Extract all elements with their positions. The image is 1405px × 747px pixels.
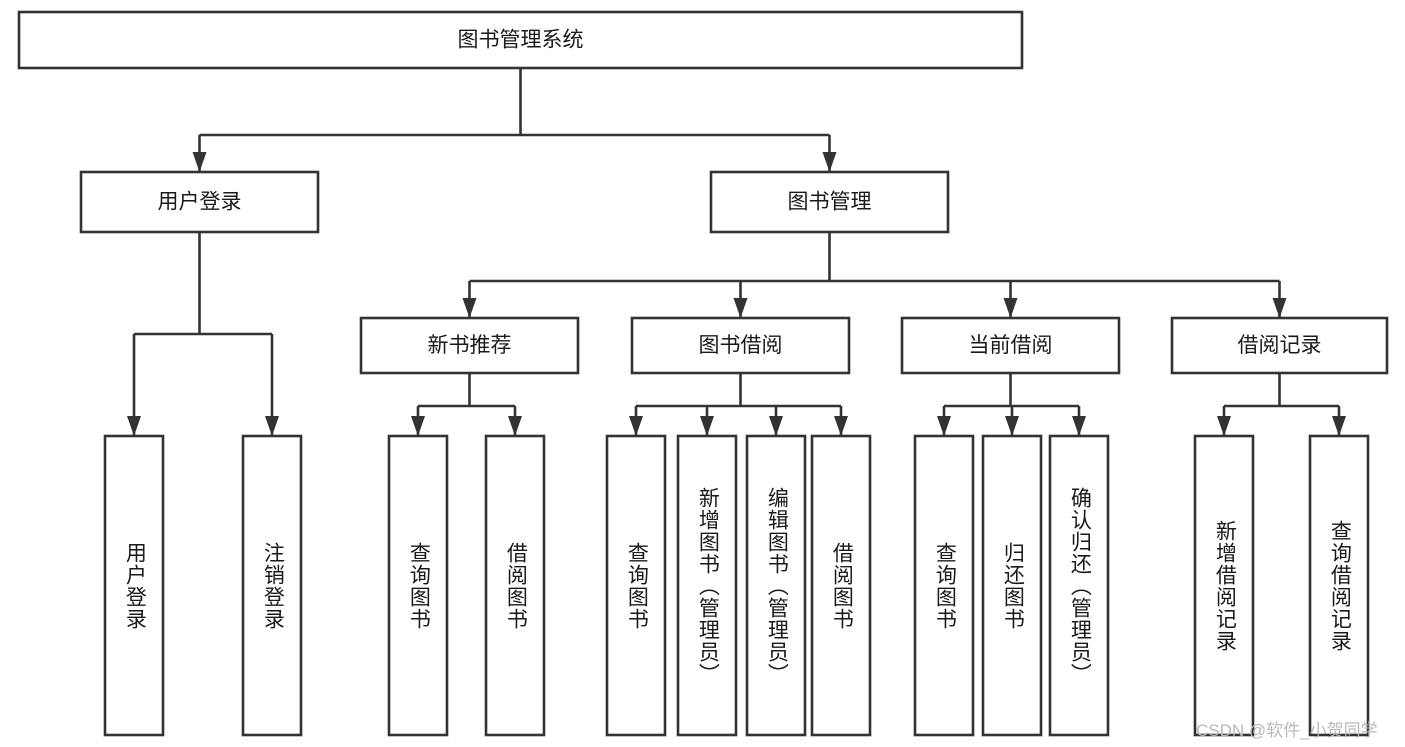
- node-box-book-manage: [709, 170, 950, 234]
- connector-arrowhead-book-borrow: [733, 298, 748, 318]
- connector-arrowhead-leaf-query-record: [1332, 416, 1346, 436]
- node-box-leaf-query-record: [1308, 434, 1370, 737]
- connector-arrowhead-current-borrow: [1003, 298, 1018, 318]
- connector-arrowhead-leaf-query-book-1: [411, 416, 425, 436]
- connector-arrowhead-leaf-confirm-return: [1072, 416, 1086, 436]
- node-leaf-edit-book[interactable]: [745, 434, 807, 737]
- node-label-borrow-record: 借阅记录: [1238, 334, 1322, 357]
- node-leaf-return-book[interactable]: [981, 434, 1043, 737]
- connector-arrowhead-borrow-record: [1272, 298, 1287, 318]
- connector-arrowhead-user-login: [192, 152, 207, 172]
- node-leaf-add-book[interactable]: [676, 434, 738, 737]
- node-leaf-query-book-3[interactable]: [913, 434, 975, 737]
- csdn-watermark: CSDN @软件_小贺同学: [1196, 721, 1378, 740]
- connector-arrowhead-leaf-edit-book: [769, 416, 783, 436]
- connector-arrowhead-leaf-query-book-3: [937, 416, 951, 436]
- node-leaf-borrow-book-2[interactable]: [810, 434, 872, 737]
- node-box-leaf-logout: [241, 434, 303, 737]
- node-leaf-query-book-2[interactable]: [605, 434, 667, 737]
- node-box-current-borrow: [900, 316, 1121, 375]
- node-box-leaf-query-book-1: [387, 434, 449, 737]
- node-box-leaf-query-book-2: [605, 434, 667, 737]
- node-leaf-user-login[interactable]: [103, 434, 165, 737]
- node-label-book-borrow: 图书借阅: [699, 334, 783, 357]
- node-label-current-borrow: 当前借阅: [969, 334, 1053, 357]
- connector-arrowhead-leaf-borrow-book-1: [508, 416, 522, 436]
- node-leaf-query-record[interactable]: [1308, 434, 1370, 737]
- node-leaf-confirm-return[interactable]: [1048, 434, 1110, 737]
- node-box-leaf-borrow-book-2: [810, 434, 872, 737]
- node-leaf-logout[interactable]: [241, 434, 303, 737]
- node-user-login[interactable]: 用户登录: [79, 170, 320, 234]
- node-box-new-book-rec: [359, 316, 580, 375]
- node-leaf-query-book-1[interactable]: [387, 434, 449, 737]
- node-box-root: [17, 10, 1024, 70]
- node-box-leaf-add-record: [1193, 434, 1255, 737]
- connector-arrowhead-leaf-add-record: [1217, 416, 1231, 436]
- connector-arrowhead-book-manage: [822, 152, 837, 172]
- node-book-borrow[interactable]: 图书借阅: [630, 316, 851, 375]
- node-box-leaf-return-book: [981, 434, 1043, 737]
- connector-arrowhead-leaf-borrow-book-2: [834, 416, 848, 436]
- node-label-new-book-rec: 新书推荐: [428, 334, 512, 357]
- node-borrow-record[interactable]: 借阅记录: [1170, 316, 1389, 375]
- node-box-leaf-edit-book: [745, 434, 807, 737]
- connectors-layer: [127, 68, 1346, 436]
- node-box-book-borrow: [630, 316, 851, 375]
- node-leaf-add-record[interactable]: [1193, 434, 1255, 737]
- node-current-borrow[interactable]: 当前借阅: [900, 316, 1121, 375]
- node-book-manage[interactable]: 图书管理: [709, 170, 950, 234]
- node-box-leaf-confirm-return: [1048, 434, 1110, 737]
- connector-arrowhead-new-book-rec: [462, 298, 477, 318]
- node-box-borrow-record: [1170, 316, 1389, 375]
- node-label-user-login: 用户登录: [158, 191, 242, 214]
- connector-arrowhead-leaf-user-login: [127, 416, 141, 436]
- node-box-leaf-query-book-3: [913, 434, 975, 737]
- connector-arrowhead-leaf-add-book: [700, 416, 714, 436]
- node-box-leaf-add-book: [676, 434, 738, 737]
- node-root[interactable]: 图书管理系统: [17, 10, 1024, 70]
- connector-arrowhead-leaf-query-book-2: [629, 416, 643, 436]
- connector-arrowhead-leaf-return-book: [1005, 416, 1019, 436]
- node-box-user-login: [79, 170, 320, 234]
- node-label-book-manage: 图书管理: [788, 191, 872, 214]
- node-box-leaf-borrow-book-1: [484, 434, 546, 737]
- connector-arrowhead-leaf-logout: [265, 416, 279, 436]
- node-leaf-borrow-book-1[interactable]: [484, 434, 546, 737]
- node-new-book-rec[interactable]: 新书推荐: [359, 316, 580, 375]
- node-box-leaf-user-login: [103, 434, 165, 737]
- node-label-root: 图书管理系统: [458, 29, 584, 52]
